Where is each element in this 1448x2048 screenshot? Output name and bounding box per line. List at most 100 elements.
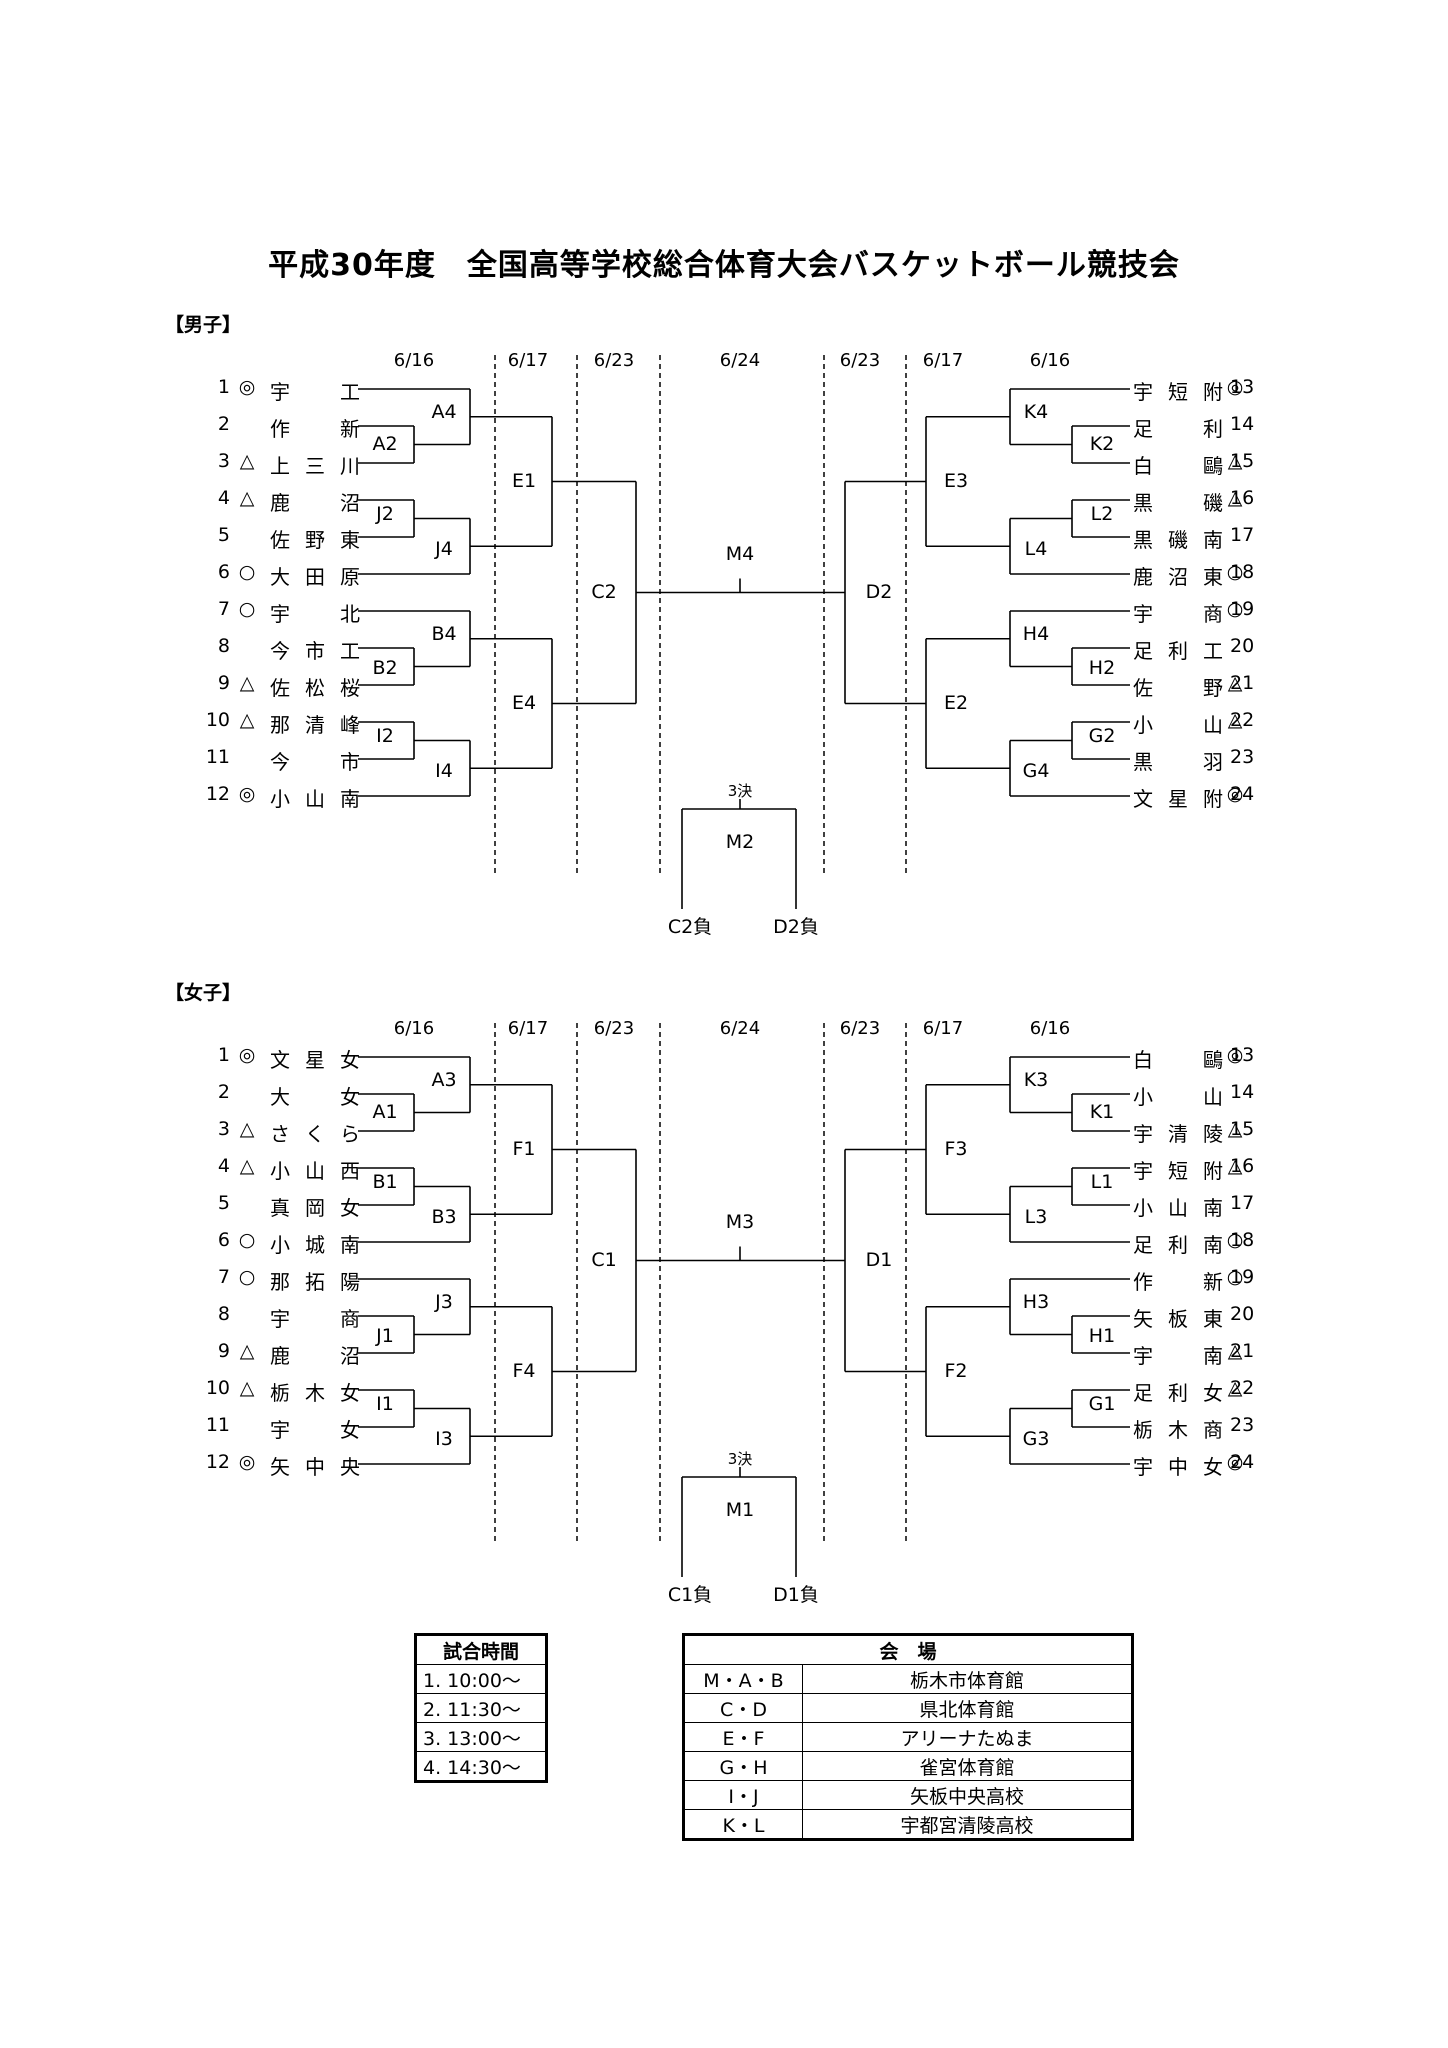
- team-name: 小山南: [270, 787, 360, 811]
- game-label: C2: [591, 580, 617, 603]
- seed-number: 24: [1230, 783, 1255, 805]
- date-header: 6/24: [719, 350, 761, 371]
- team-name: さくら: [270, 1122, 360, 1146]
- game-label: H3: [1022, 1290, 1050, 1313]
- seed-mark: △: [1227, 450, 1243, 472]
- seed-number: 11: [205, 1414, 230, 1436]
- seed-number: 22: [1230, 1377, 1255, 1399]
- game-label: H2: [1088, 656, 1116, 679]
- seed-mark: ◎: [1226, 1451, 1244, 1473]
- seed-number: 21: [1230, 672, 1255, 694]
- team-name: 宇商: [1133, 602, 1223, 626]
- venue-place: 矢板中央高校: [802, 1780, 1132, 1810]
- seed-number: 2: [217, 413, 230, 435]
- team-name: 栃木商: [1133, 1418, 1223, 1442]
- seed-number: 14: [1230, 413, 1255, 435]
- game-label: L4: [1024, 538, 1048, 561]
- seed-number: 7: [217, 1266, 230, 1288]
- game-label: C1: [591, 1248, 617, 1271]
- date-header: 6/16: [393, 350, 435, 371]
- game-label: A4: [431, 400, 457, 423]
- third-right-label: D2負: [773, 916, 819, 938]
- game-label: K4: [1023, 400, 1049, 423]
- seed-number: 12: [205, 1451, 230, 1473]
- seed-mark: ◎: [238, 1451, 256, 1473]
- game-label: A3: [431, 1068, 457, 1091]
- team-name: 真岡女: [270, 1196, 360, 1220]
- seed-mark: ○: [1226, 1266, 1244, 1288]
- seed-mark: ◎: [238, 376, 256, 398]
- seed-mark: △: [1227, 1155, 1243, 1177]
- seed-number: 13: [1230, 376, 1255, 398]
- seed-mark: ○: [1226, 561, 1244, 583]
- venue-code: G・H: [684, 1751, 803, 1781]
- date-header: 6/17: [507, 1018, 549, 1039]
- seed-number: 9: [217, 672, 230, 694]
- seed-number: 20: [1230, 635, 1255, 657]
- seed-mark: ○: [1226, 1229, 1244, 1251]
- date-header: 6/17: [922, 1018, 964, 1039]
- game-label: L2: [1090, 502, 1114, 525]
- seed-mark: ○: [238, 598, 256, 620]
- third-game-label: M1: [725, 1499, 755, 1521]
- venue-place: 宇都宮清陵高校: [802, 1809, 1132, 1839]
- seed-number: 1: [217, 1044, 230, 1066]
- game-label: B4: [431, 622, 457, 645]
- game-label: K3: [1023, 1068, 1049, 1091]
- team-name: 鹿沼: [270, 491, 360, 515]
- venue-place: 雀宮体育館: [802, 1751, 1132, 1781]
- game-label: D2: [865, 580, 893, 603]
- game-label: J1: [376, 1324, 394, 1347]
- team-name: 宇商: [270, 1307, 360, 1331]
- seed-mark: ◎: [238, 1044, 256, 1066]
- team-name: 矢中央: [270, 1455, 360, 1479]
- team-name: 足利工: [1133, 639, 1223, 663]
- team-name: 文星附: [1133, 787, 1223, 811]
- team-name: 大女: [270, 1085, 360, 1109]
- game-label: A2: [372, 432, 398, 455]
- seed-mark: ○: [1226, 598, 1244, 620]
- seed-number: 1: [217, 376, 230, 398]
- seed-number: 19: [1230, 1266, 1255, 1288]
- match-time-row: 3. 13:00～: [416, 1722, 546, 1752]
- team-name: 佐松桜: [270, 676, 360, 700]
- seed-number: 3: [217, 1118, 230, 1140]
- seed-mark: △: [239, 450, 255, 472]
- seed-mark: △: [239, 1340, 255, 1362]
- team-name: 宇北: [270, 602, 360, 626]
- seed-mark: △: [239, 487, 255, 509]
- third-left-label: C2負: [667, 916, 713, 938]
- seed-number: 23: [1230, 1414, 1255, 1436]
- team-name: 宇女: [270, 1418, 360, 1442]
- seed-mark: △: [1227, 1340, 1243, 1362]
- game-label: I1: [376, 1392, 394, 1415]
- seed-mark: △: [239, 709, 255, 731]
- game-label: M3: [725, 1210, 755, 1233]
- team-name: 文星女: [270, 1048, 360, 1072]
- game-label: H1: [1088, 1324, 1116, 1347]
- game-label: G2: [1088, 724, 1116, 747]
- game-label: D1: [865, 1248, 893, 1271]
- team-name: 小山: [1133, 1085, 1223, 1109]
- seed-number: 22: [1230, 709, 1255, 731]
- team-name: 上三川: [270, 454, 360, 478]
- seed-mark: ◎: [238, 783, 256, 805]
- seed-mark: △: [1227, 1377, 1243, 1399]
- date-header: 6/16: [1029, 1018, 1071, 1039]
- team-name: 白鷗: [1133, 1048, 1223, 1072]
- seed-mark: △: [239, 1118, 255, 1140]
- team-name: 宇清陵: [1133, 1122, 1223, 1146]
- venue-place: 県北体育館: [802, 1693, 1132, 1723]
- seed-number: 10: [205, 709, 230, 731]
- team-name: 今市: [270, 750, 360, 774]
- team-name: 黒磯南: [1133, 528, 1223, 552]
- page-title: 平成30年度 全国高等学校総合体育大会バスケットボール競技会: [268, 248, 1180, 283]
- seed-number: 18: [1230, 1229, 1255, 1251]
- seed-mark: △: [1227, 1118, 1243, 1140]
- seed-mark: ○: [238, 1266, 256, 1288]
- game-label: E1: [511, 469, 537, 492]
- seed-number: 13: [1230, 1044, 1255, 1066]
- girls-heading: 【女子】: [165, 982, 242, 1004]
- team-name: 作新: [270, 417, 360, 441]
- date-header: 6/23: [593, 1018, 635, 1039]
